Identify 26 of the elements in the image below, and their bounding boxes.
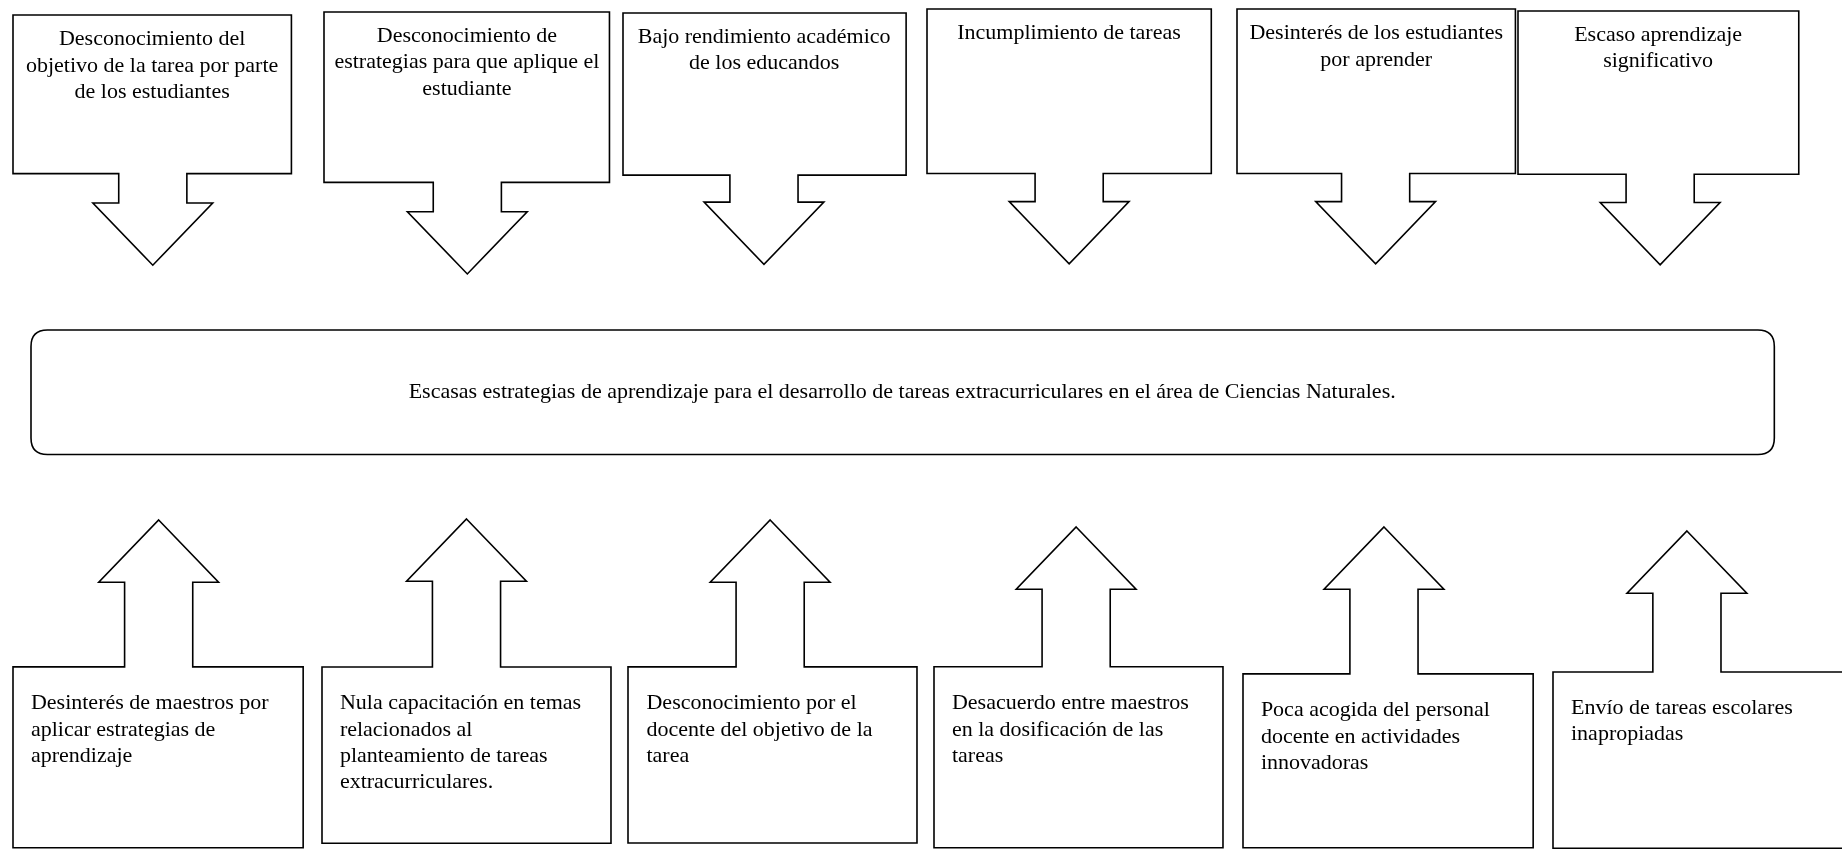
- down-arrow-callout: [324, 11, 610, 274]
- up-arrow-callout: [12, 520, 304, 849]
- down-arrow-callout: [1237, 9, 1516, 265]
- rounded-problem-box: [30, 330, 1774, 455]
- cause-text: Envío de tareas escolares inapropiadas: [1571, 693, 1794, 747]
- effect-text: Bajo rendimiento académico de los educandos: [636, 22, 892, 76]
- cause-text: Desconocimiento por el docente del objetivo de la tarea: [646, 689, 874, 769]
- effect-text: Incumplimiento de tareas: [956, 19, 1182, 46]
- down-arrow-callout: [926, 9, 1212, 265]
- up-arrow-callout: [933, 527, 1223, 849]
- down-arrow-callout: [1517, 10, 1799, 265]
- cause-text: Desinterés de maestros por aplicar estrategias de aprendizaje: [30, 689, 270, 769]
- up-arrow-callout: [1242, 527, 1534, 849]
- effect-text: Desconocimiento de estrategias para que aplique el estudiante: [334, 21, 600, 101]
- cause-text: Nula capacitación en temas relacionados al planteamiento de tareas extracurriculares.: [339, 689, 583, 795]
- up-arrow-callout: [1553, 531, 1842, 849]
- problem-text: Escasas estrategias de aprendizaje para el desarrollo de tareas extracurriculares en el área de Ciencias Naturales.: [407, 378, 1397, 405]
- effect-text: Desinterés de los estudiantes por aprender: [1248, 19, 1504, 73]
- up-arrow-callout: [628, 520, 918, 844]
- cause-text: Poca acogida del personal docente en actividades innovadoras: [1260, 696, 1491, 776]
- effect-text: Desconocimiento del objetivo de la tarea por parte de los estudiantes: [25, 25, 280, 105]
- cause-text: Desacuerdo entre maestros en la dosificación de las tareas: [951, 689, 1190, 769]
- effect-text: Escaso aprendizaje significativo: [1573, 20, 1744, 74]
- down-arrow-callout: [622, 12, 906, 265]
- up-arrow-callout: [321, 519, 611, 844]
- down-arrow-callout: [12, 15, 292, 266]
